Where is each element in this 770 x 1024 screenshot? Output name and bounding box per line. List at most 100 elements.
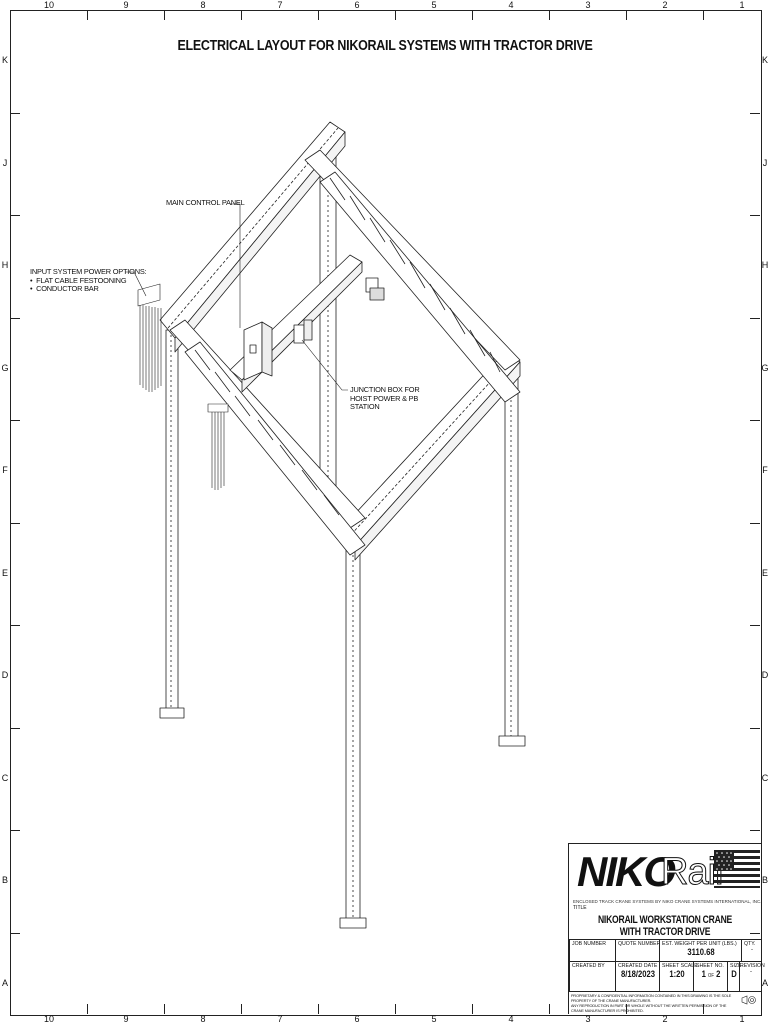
size-cell: SIZE D bbox=[727, 961, 742, 992]
column-right bbox=[498, 369, 526, 747]
callout-input-power: INPUT SYSTEM POWER OPTIONS: • FLAT CABLE… bbox=[30, 267, 147, 294]
column-label-6: 6 bbox=[354, 1014, 360, 1024]
callout-input-power-title: INPUT SYSTEM POWER OPTIONS: bbox=[30, 267, 147, 276]
qty-cell: QTY. - bbox=[741, 939, 762, 962]
column-label-5: 5 bbox=[431, 1014, 437, 1024]
callout-input-power-option-1-text: FLAT CABLE FESTOONING bbox=[36, 275, 127, 285]
column-label-2: 2 bbox=[662, 0, 668, 10]
leader-input-power bbox=[125, 271, 147, 297]
sheet-number: 1 bbox=[701, 969, 706, 979]
row-tick bbox=[10, 522, 20, 524]
sheet-total: 2 bbox=[716, 969, 721, 979]
row-label-K: K bbox=[761, 55, 768, 66]
row-label-J: J bbox=[762, 157, 768, 168]
column-label-5: 5 bbox=[431, 0, 437, 10]
leader-main-panel bbox=[230, 203, 241, 328]
row-tick bbox=[10, 215, 20, 216]
runway-rail-left bbox=[159, 121, 346, 353]
column-tick bbox=[87, 1004, 88, 1014]
column-back bbox=[319, 154, 337, 511]
row-label-H: H bbox=[1, 260, 9, 271]
sheet-number-cell: SHEET NO. 1 OF 2 bbox=[693, 961, 728, 992]
truss-rail-front bbox=[169, 319, 366, 556]
row-label-G: G bbox=[1, 362, 9, 373]
row-label-D: D bbox=[761, 670, 769, 681]
column-label-6: 6 bbox=[354, 0, 360, 10]
created-by-cell: CREATED BY bbox=[569, 961, 616, 992]
proprietary-notice: PROPRIETARY & CONFIDENTIAL INFORMATION C… bbox=[569, 991, 761, 1016]
row-tick bbox=[750, 522, 760, 524]
column-tick bbox=[395, 1004, 396, 1014]
tractor-drive bbox=[365, 277, 385, 301]
row-tick bbox=[10, 727, 20, 729]
weight-cell: EST. WEIGHT PER UNIT (LBS.) 3110.68 bbox=[659, 939, 742, 962]
nikorail-logo: NIKO Rail bbox=[573, 848, 724, 896]
third-angle-projection-icon bbox=[741, 995, 756, 1005]
column-label-10: 10 bbox=[43, 1014, 54, 1024]
column-tick bbox=[395, 10, 396, 20]
row-tick bbox=[750, 112, 760, 114]
row-tick bbox=[750, 420, 760, 421]
row-tick bbox=[10, 112, 20, 114]
column-label-9: 9 bbox=[123, 1014, 129, 1024]
created-date-value: 8/18/2023 bbox=[620, 969, 656, 979]
callout-input-power-option-1: • FLAT CABLE FESTOONING bbox=[30, 275, 127, 285]
revision-label: REVISION bbox=[740, 963, 765, 969]
callout-input-power-option-2-text: CONDUCTOR BAR bbox=[36, 284, 99, 293]
column-tick bbox=[164, 10, 165, 20]
junction-box bbox=[293, 319, 313, 344]
qty-value: - bbox=[751, 947, 753, 953]
column-label-1: 1 bbox=[739, 1014, 745, 1024]
row-tick bbox=[10, 830, 20, 831]
column-tick bbox=[549, 10, 550, 20]
row-tick bbox=[750, 727, 760, 729]
revision-cell: REVISION - bbox=[739, 961, 765, 992]
column-label-2: 2 bbox=[662, 1014, 668, 1024]
created-date-cell: CREATED DATE 8/18/2023 bbox=[615, 961, 660, 992]
weight-label: EST. WEIGHT PER UNIT (LBS.) bbox=[662, 941, 737, 947]
column-label-1: 1 bbox=[739, 0, 745, 10]
row-label-F: F bbox=[762, 465, 768, 476]
size-value: D bbox=[731, 969, 737, 979]
row-label-F: F bbox=[2, 465, 8, 476]
logo-tagline: ENCLOSED TRACK CRANE SYSTEMS BY NIKO CRA… bbox=[573, 899, 762, 904]
row-tick bbox=[750, 830, 760, 831]
column-tick bbox=[318, 10, 319, 20]
column-label-3: 3 bbox=[585, 0, 591, 10]
leader-junction-box bbox=[301, 339, 348, 391]
row-label-G: G bbox=[761, 362, 769, 373]
size-label: SIZE bbox=[730, 963, 742, 969]
column-tick bbox=[318, 1004, 319, 1014]
sheet-scale-label: SHEET SCALE bbox=[662, 963, 698, 969]
row-label-A: A bbox=[1, 977, 8, 988]
row-label-E: E bbox=[1, 567, 8, 578]
row-label-K: K bbox=[1, 55, 8, 66]
qty-label: QTY. bbox=[744, 941, 756, 947]
sheet-number-value: 1 OF 2 bbox=[697, 969, 726, 981]
logo-rail-text: Rail bbox=[660, 851, 723, 894]
sheet-of-text: OF bbox=[708, 973, 714, 979]
row-tick bbox=[10, 932, 20, 934]
column-tick bbox=[626, 10, 627, 20]
column-label-8: 8 bbox=[200, 1014, 206, 1024]
revision-value: - bbox=[750, 969, 752, 975]
column-label-9: 9 bbox=[123, 0, 129, 10]
proprietary-line-2: ANY REPRODUCTION IN PART OR WHOLE WITHOU… bbox=[571, 1004, 727, 1013]
job-number-cell: JOB NUMBER bbox=[569, 939, 616, 962]
weight-value: 3110.68 bbox=[687, 947, 715, 957]
column-tick bbox=[549, 1004, 550, 1014]
column-tick bbox=[241, 1004, 242, 1014]
callout-junction-box: JUNCTION BOX FOR HOIST POWER & PB STATIO… bbox=[350, 385, 420, 411]
row-label-B: B bbox=[761, 875, 768, 886]
row-tick bbox=[10, 317, 20, 319]
row-label-B: B bbox=[1, 875, 8, 886]
row-tick bbox=[750, 317, 760, 319]
row-label-D: D bbox=[1, 670, 9, 681]
sheet-scale-cell: SHEET SCALE 1:20 bbox=[659, 961, 698, 992]
quote-number-cell: QUOTE NUMBER bbox=[615, 939, 660, 962]
sheet-number-label: SHEET NO. bbox=[696, 963, 724, 969]
truss-rail-back bbox=[304, 149, 521, 403]
created-date-label: CREATED DATE bbox=[618, 963, 658, 969]
callout-main-control-panel: MAIN CONTROL PANEL bbox=[166, 198, 245, 207]
